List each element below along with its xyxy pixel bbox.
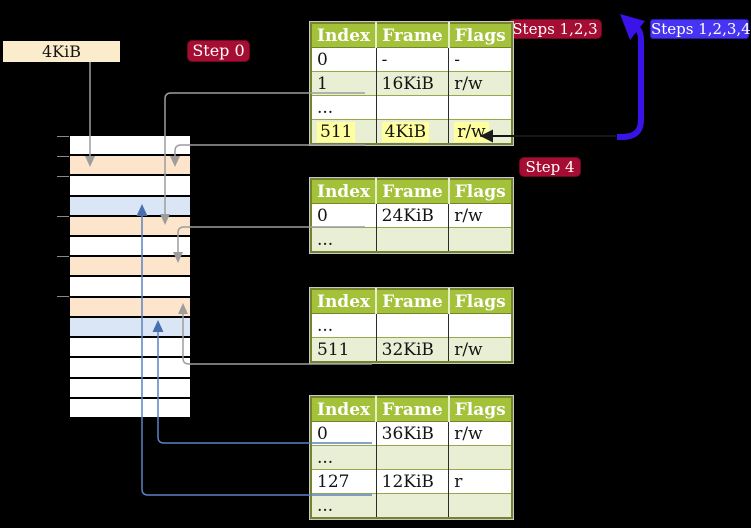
frame-size-label: 4KiB bbox=[3, 41, 120, 62]
table-header-row: Index Frame Flags bbox=[311, 289, 512, 314]
column-header: Index bbox=[311, 397, 378, 422]
arrow-l4-entry511-to-l4-frame bbox=[174, 144, 365, 157]
memory-frame-row bbox=[70, 156, 190, 175]
highlighted-value: 511 bbox=[317, 121, 356, 142]
table-row: 1 16KiB r/w bbox=[311, 71, 512, 96]
column-header: Flags bbox=[448, 397, 512, 422]
table-row: ... bbox=[311, 445, 512, 470]
column-header: Flags bbox=[448, 179, 512, 204]
table-row: 127 12KiB r bbox=[311, 469, 512, 494]
memory-frame-row bbox=[70, 378, 190, 397]
column-header: Index bbox=[311, 179, 378, 204]
memory-frame-row bbox=[70, 136, 190, 155]
table-row: 511 32KiB r/w bbox=[311, 337, 512, 362]
memory-frame-row bbox=[70, 196, 190, 215]
step-0-badge: Step 0 bbox=[187, 40, 250, 62]
memory-frame-row bbox=[70, 358, 190, 377]
page-table-level2: Index Frame Flags ... 511 32KiB r/w bbox=[309, 287, 514, 364]
column-header: Flags bbox=[448, 289, 512, 314]
table-row: ... bbox=[311, 95, 512, 120]
table-header-row: Index Frame Flags bbox=[311, 179, 512, 204]
table-row: ... bbox=[311, 313, 512, 338]
highlighted-value: r/w bbox=[454, 121, 489, 142]
memory-frame-row bbox=[70, 317, 190, 337]
table-row: 0 36KiB r/w bbox=[311, 421, 512, 446]
memory-frame-row bbox=[70, 176, 190, 195]
steps-123-badge: Steps 1,2,3 bbox=[508, 19, 602, 39]
memory-frame-row bbox=[70, 237, 190, 256]
table-row: ... bbox=[311, 227, 512, 252]
physical-memory-column bbox=[70, 136, 190, 417]
table-row: 0 24KiB r/w bbox=[311, 203, 512, 228]
table-row-highlighted: 511 4KiB r/w bbox=[311, 119, 512, 144]
column-header: Index bbox=[311, 23, 378, 48]
table-header-row: Index Frame Flags bbox=[311, 23, 512, 48]
column-header: Flags bbox=[448, 23, 512, 48]
memory-frame-row bbox=[70, 257, 190, 276]
recursive-loop-arrow bbox=[617, 14, 645, 140]
memory-frame-row bbox=[70, 398, 190, 417]
column-header: Frame bbox=[376, 289, 450, 314]
steps-1234-badge: Steps 1,2,3,4 bbox=[650, 19, 751, 39]
memory-frame-row bbox=[70, 216, 190, 236]
table-row: 0 - - bbox=[311, 47, 512, 72]
memory-tick-marks bbox=[57, 136, 69, 297]
memory-frame-row bbox=[70, 297, 190, 316]
column-header: Index bbox=[311, 289, 378, 314]
column-header: Frame bbox=[376, 397, 450, 422]
highlighted-value: 4KiB bbox=[381, 121, 430, 142]
page-table-level3: Index Frame Flags 0 24KiB r/w ... bbox=[309, 177, 514, 254]
table-row: ... bbox=[311, 493, 512, 518]
memory-frame-row bbox=[70, 338, 190, 357]
table-header-row: Index Frame Flags bbox=[311, 397, 512, 422]
page-table-level1: Index Frame Flags 0 36KiB r/w ... 127 12… bbox=[309, 395, 514, 520]
page-table-level4: Index Frame Flags 0 - - 1 16KiB r/w ... … bbox=[309, 21, 514, 146]
step-4-badge: Step 4 bbox=[519, 157, 581, 177]
column-header: Frame bbox=[376, 179, 450, 204]
column-header: Frame bbox=[376, 23, 450, 48]
memory-frame-row bbox=[70, 277, 190, 296]
